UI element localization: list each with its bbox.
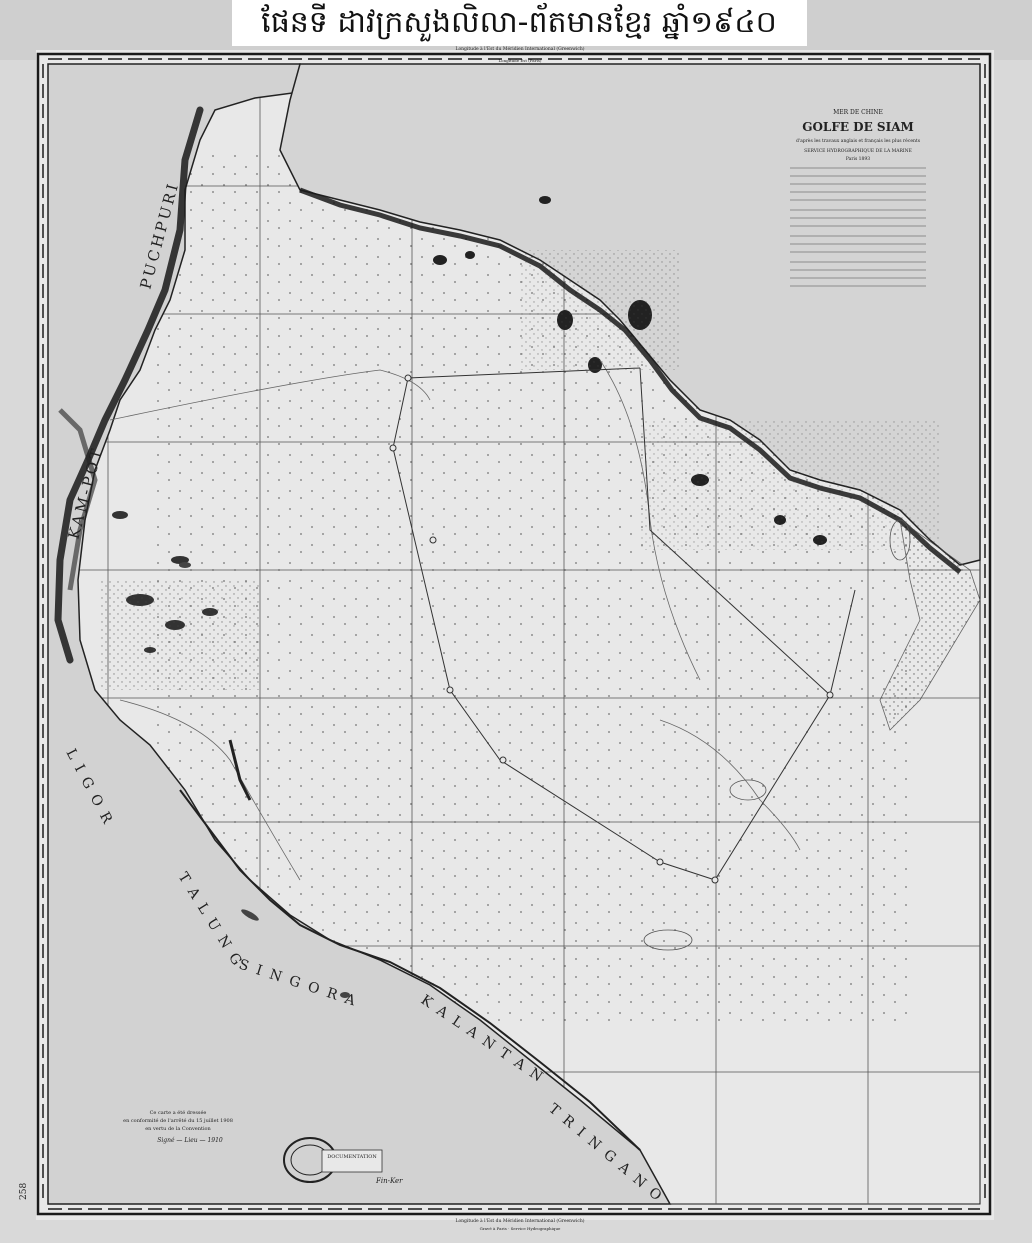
documentation-stamp: DOCUMENTATION [283, 1137, 383, 1183]
west-coast-shading [54, 106, 204, 664]
sea-islands [179, 562, 350, 998]
border-top-label: Longitude à l'Est du Méridien Internatio… [455, 45, 584, 52]
cartouche-sea: MER DE CHINE [833, 109, 883, 116]
header-title-box [232, 0, 807, 46]
east-shallows [879, 519, 981, 731]
south-coastline [179, 789, 641, 1151]
title-cartouche: MER DE CHINE GOLFE DE SIAM d'après les t… [790, 109, 926, 287]
note-line-4: Signé — Lieu — 1910 [157, 1137, 223, 1144]
west-land [47, 63, 672, 1205]
left-page-number: 258 [19, 1183, 29, 1200]
border-top-label-2: Longitude Est (Paris) [499, 58, 542, 63]
east-shoal-marks [643, 519, 911, 951]
border-bottom-label-2: Gravé à Paris · Service Hydrographique [480, 1226, 561, 1231]
handwritten-note: Fin-Ker [375, 1177, 403, 1185]
cartouche-office: SERVICE HYDROGRAPHIQUE DE LA MARINE [804, 148, 912, 154]
note-line-1: Ce carte a été dressée [150, 1109, 207, 1116]
stamp-name: DOCUMENTATION [327, 1154, 377, 1160]
note-line-2: en conformité de l'arrêté du 15 juillet … [123, 1117, 233, 1124]
annotation-note: Ce carte a été dressée en conformité de … [123, 1109, 233, 1144]
note-line-3: en vertu de la Convention [145, 1126, 211, 1132]
map-outer-frame [36, 52, 992, 1216]
cartouche-edition: Paris 1893 [846, 156, 870, 162]
depth-contours [109, 359, 801, 881]
frame-ticks [42, 58, 986, 1210]
border-bottom-label: Longitude à l'Est du Méridien Internatio… [455, 1217, 584, 1224]
boundary-markers [389, 374, 834, 884]
cartouche-title: GOLFE DE SIAM [802, 120, 914, 134]
maritime-boundary [392, 367, 856, 881]
header-khmer-title: ផែនទី ដាវក្រសួងលិលា-ព័តមានខ្មែរ ឆ្នាំ១៩៤… [261, 2, 777, 42]
cartouche-subtitle: d'après les travaux anglais et français … [796, 137, 921, 144]
